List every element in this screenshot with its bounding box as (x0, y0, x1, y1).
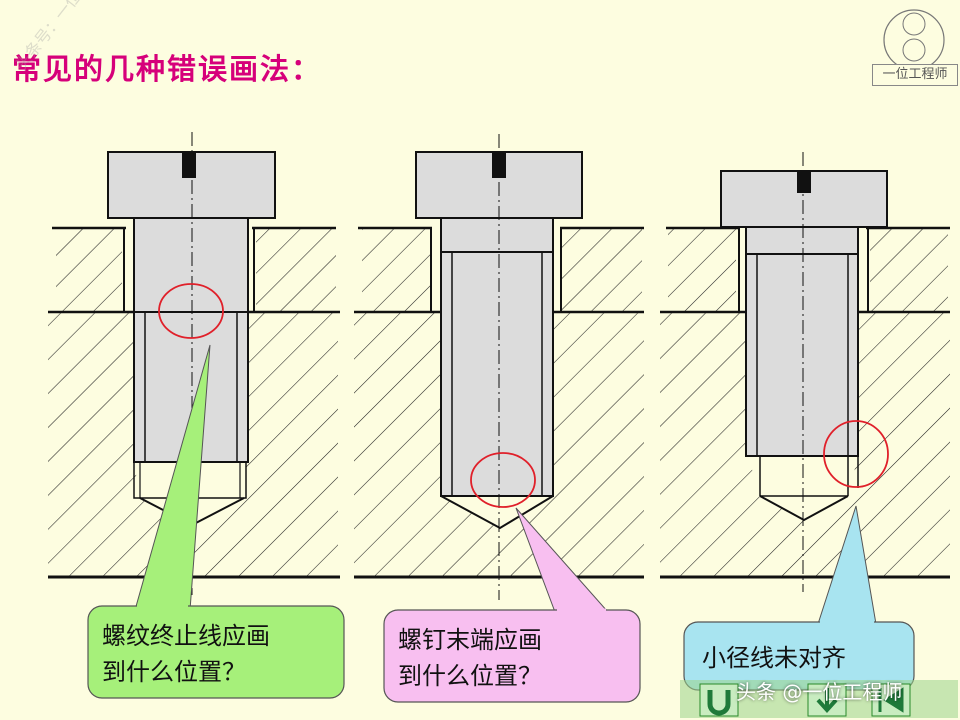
panel-2 (354, 134, 644, 600)
highlight-circle (470, 452, 536, 508)
callout-1-text: 螺纹终止线应画 到什么位置？ (102, 618, 270, 690)
down-arrow-icon[interactable] (807, 683, 847, 717)
callout-2-bubble (383, 507, 641, 703)
highlight-circle (823, 420, 889, 488)
panel-1 (48, 132, 340, 595)
callout-1-bubble (87, 344, 345, 699)
callout-2-text: 螺钉末端应画 到什么位置？ (398, 622, 542, 694)
previous-page-icon[interactable] (871, 683, 911, 717)
panel-3 (660, 152, 950, 592)
watermark-bottom-right: 头条 @一位工程师 (736, 680, 903, 704)
logo-name: 一位工程师 (872, 64, 958, 86)
callout-3-bubble (683, 505, 915, 691)
callout-1-line-2: 到什么位置？ (102, 658, 246, 686)
nav-bar (680, 680, 958, 718)
page-title: 常见的几种错误画法： (12, 52, 323, 86)
callout-2-line-1: 螺钉末端应画 (398, 626, 542, 654)
callout-1-line-1: 螺纹终止线应画 (102, 622, 270, 650)
callout-3-line-1: 小径线未对齐 (702, 644, 846, 672)
callout-3-text: 小径线未对齐 (702, 640, 846, 676)
callout-2-line-2: 到什么位置？ (398, 662, 542, 690)
highlight-circle (158, 283, 224, 339)
undo-icon[interactable] (699, 683, 739, 717)
